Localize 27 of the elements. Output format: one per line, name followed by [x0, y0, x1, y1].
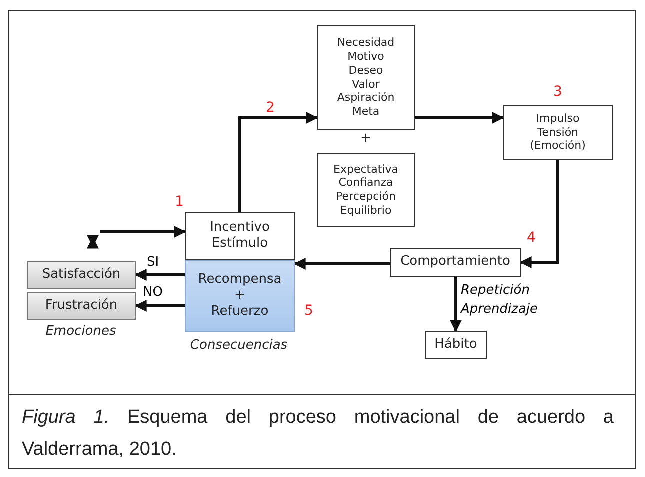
step-number: 1 [175, 194, 184, 210]
step-number: 4 [527, 230, 536, 246]
process-box: Hábito [425, 331, 487, 359]
process-box: Incentivo Estímulo [185, 212, 295, 260]
list-box: Necesidad Motivo Deseo Valor Aspiración Meta [317, 25, 415, 130]
figure-caption: Figura 1. Esquema del proceso motivacional de acuerdo a Valderrama, 2010. [22, 406, 614, 462]
plus-sign: + [360, 131, 372, 146]
list-box: Expectativa Confianza Percepción Equilibrio [317, 153, 415, 227]
edge-label: SI [146, 255, 160, 270]
emotion-box: Frustración [27, 292, 136, 320]
step-number: 3 [554, 84, 562, 100]
step-number: 5 [304, 303, 314, 319]
group-caption: Emociones [46, 324, 116, 339]
node-caption: Consecuencias [190, 338, 288, 353]
process-box: Comportamiento [390, 248, 521, 277]
arrow [415, 112, 504, 124]
process-box: Recompensa + Refuerzo [185, 260, 295, 332]
emotion-box: Satisfacción [27, 261, 136, 289]
arrow [134, 300, 185, 312]
arrow [520, 160, 560, 268]
arrow [450, 277, 462, 332]
arrow [238, 112, 318, 212]
arrow [134, 269, 185, 281]
step-number: 2 [266, 100, 275, 116]
process-box: Impulso Tensión (Emoción) [503, 105, 613, 160]
arrow [294, 258, 390, 270]
arrow [100, 226, 186, 238]
